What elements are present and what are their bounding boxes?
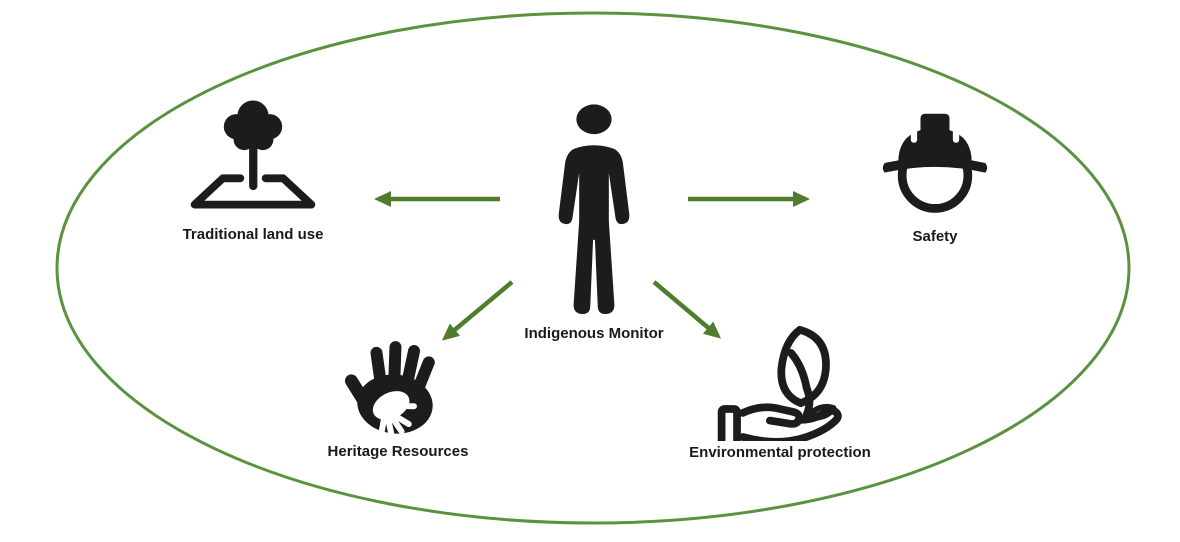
hand-holding-leaf-icon — [717, 325, 842, 441]
node-environmental-protection: Environmental protection — [672, 320, 888, 462]
node-label: Traditional land use — [182, 226, 324, 243]
arrow-to-heritage-resources — [441, 280, 514, 341]
node-label: Heritage Resources — [327, 443, 469, 460]
person-icon — [558, 104, 630, 314]
tree-on-land-icon — [190, 100, 316, 209]
node-label: Indigenous Monitor — [524, 325, 664, 342]
node-heritage-resources: Heritage Resources — [306, 336, 490, 461]
node-label: Environmental protection — [689, 444, 871, 461]
node-indigenous-monitor: Indigenous Monitor — [514, 100, 674, 343]
node-safety: Safety — [855, 106, 1015, 246]
node-label: Safety — [912, 228, 958, 245]
node-traditional-land-use: Traditional land use — [158, 94, 348, 244]
arrow-to-environmental-protection — [652, 280, 722, 339]
boundary-ellipse — [55, 11, 1131, 525]
hard-hat-icon — [882, 113, 988, 213]
hand-in-hand-icon — [344, 341, 435, 438]
